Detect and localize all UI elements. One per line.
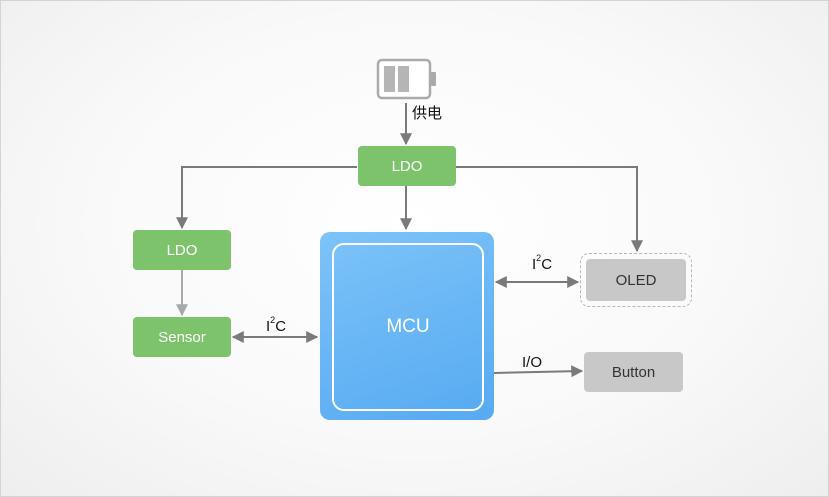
sensor-mcu-i2c-label: I2C	[266, 315, 287, 335]
power-label: 供电	[412, 105, 443, 122]
ldo-to-oled-arrow	[456, 166, 643, 253]
ldo-main-block: LDO	[358, 146, 456, 186]
ldo-sensor-block: LDO	[133, 230, 231, 270]
oled-block: OLED	[586, 259, 686, 301]
mcu-inner-frame: MCU	[332, 243, 484, 411]
ldo-to-ldo-sensor-arrow	[176, 166, 357, 230]
sensor-label: Sensor	[158, 328, 206, 346]
battery-icon	[376, 58, 436, 100]
mcu-button-io-arrow	[493, 365, 584, 378]
button-block: Button	[584, 352, 683, 392]
ldo-sensor-label: LDO	[166, 241, 198, 259]
mcu-block: MCU	[320, 232, 494, 420]
mcu-label: MCU	[386, 316, 430, 337]
mcu-oled-i2c-label: I2C	[532, 253, 553, 273]
oled-label: OLED	[615, 271, 657, 289]
sensor-block: Sensor	[133, 317, 231, 357]
ldo-main-label: LDO	[391, 157, 423, 175]
mcu-button-io-label: I/O	[522, 354, 543, 371]
button-label: Button	[611, 363, 656, 381]
oled-dashed-frame	[580, 253, 692, 307]
